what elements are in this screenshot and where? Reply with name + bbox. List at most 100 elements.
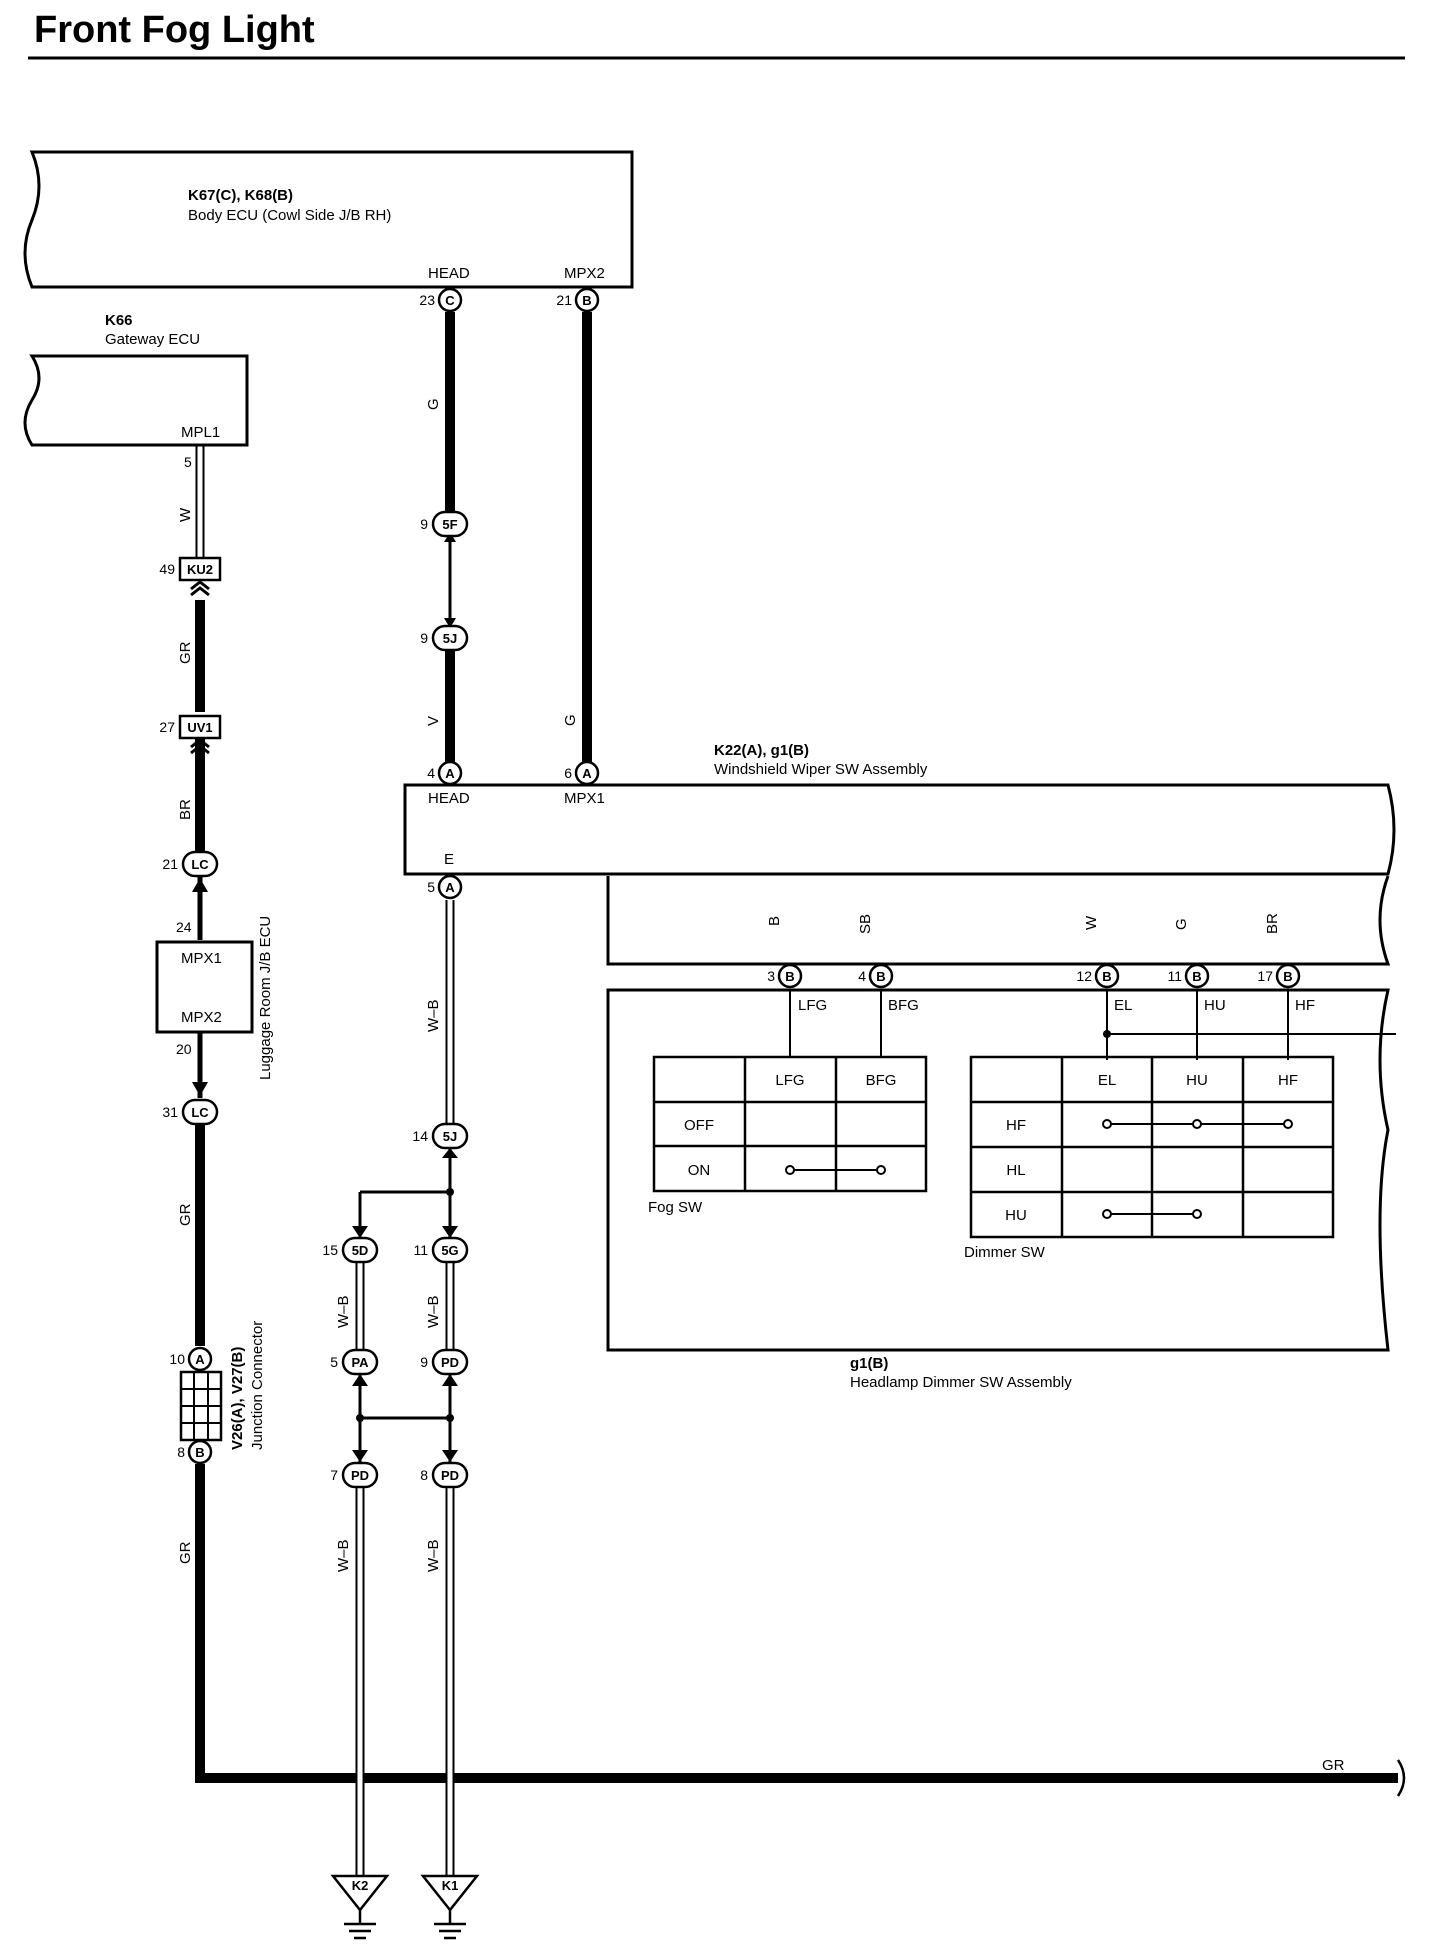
- junction-connector: [179, 1370, 223, 1442]
- connector-id: KU2: [187, 562, 213, 577]
- connector-id: PD: [441, 1355, 459, 1370]
- wiper-sw-box: [403, 783, 1396, 876]
- connector-c6a: A6: [564, 760, 600, 786]
- connector-id: 5J: [443, 631, 457, 646]
- wire-label-w-mpl: W: [177, 507, 194, 522]
- fog-sw-table: LFG BFG OFF ON: [652, 1055, 928, 1193]
- wire-label-wb-3: W–B: [425, 1295, 442, 1328]
- gateway-ecu-name: Gateway ECU: [105, 331, 200, 348]
- wire-label-gr-2: GR: [177, 1203, 194, 1226]
- wire-label-g-head: G: [425, 398, 442, 410]
- connector-c5_pa: PA 5: [330, 1348, 379, 1376]
- arrow-up-5j14: [442, 1148, 458, 1158]
- switch-pin-hu: HU: [1204, 997, 1226, 1014]
- connector-c8b: B8: [177, 1439, 213, 1465]
- connector-pin-number: 9: [420, 1354, 428, 1370]
- connector-pin-number: 4: [427, 765, 435, 781]
- wiper-sw-pin-e: E: [444, 851, 454, 868]
- connector-id: B: [785, 969, 794, 984]
- connector-pin-number: 9: [420, 516, 428, 532]
- connector-id: LC: [191, 857, 209, 872]
- pin-24: 24: [176, 919, 192, 935]
- dimmer-header-hu: HU: [1186, 1072, 1208, 1089]
- ground-k2-label: K2: [352, 1878, 369, 1893]
- connector-pin-number: 11: [413, 1242, 428, 1258]
- connector-pin-number: 8: [177, 1444, 185, 1460]
- fog-sw-caption: Fog SW: [648, 1199, 703, 1216]
- connector-pin-number: 10: [169, 1351, 185, 1367]
- wire-label-w-el: W: [1083, 915, 1100, 930]
- wire-label-wb-5: W–B: [425, 1539, 442, 1572]
- connector-pin-number: 49: [159, 561, 175, 577]
- arrow-down-5g: [442, 1226, 458, 1238]
- wire-label-br-hf: BR: [1264, 913, 1281, 934]
- connector-c3b: B3: [767, 963, 803, 989]
- connector-pin-number: 14: [412, 1128, 428, 1144]
- connector-id: 5G: [441, 1243, 458, 1258]
- fog-row-off: OFF: [684, 1117, 714, 1134]
- wire-labels: G V G W GR BR GR GR GR W–B W–B W–B W–B W…: [177, 398, 1345, 1774]
- connector-c10a: A10: [169, 1346, 213, 1372]
- connector-id: B: [1192, 969, 1201, 984]
- fog-contact-lfg: [785, 1165, 795, 1175]
- ground-k1-label: K1: [442, 1878, 459, 1893]
- switch-pin-bfg: BFG: [888, 997, 919, 1014]
- connector-c9_5j: 5J 9: [420, 624, 469, 652]
- connector-pin-number: 3: [767, 968, 775, 984]
- connector-pin-number: 17: [1257, 968, 1273, 984]
- luggage-ecu-pin-mpx1: MPX1: [181, 950, 222, 967]
- connector-pin-number: 7: [330, 1467, 338, 1483]
- connector-id: B: [1283, 969, 1292, 984]
- connector-id: B: [582, 293, 591, 308]
- wire-label-br-1: BR: [177, 799, 194, 820]
- arrow-down-5j: [444, 618, 456, 628]
- dimmer-sw-caption: Dimmer SW: [964, 1244, 1046, 1261]
- connector-c5a: A5: [427, 874, 463, 900]
- wire-label-v-head: V: [425, 716, 442, 726]
- connector-pin-number: 6: [564, 765, 572, 781]
- connector-id: PD: [441, 1468, 459, 1483]
- fog-header-bfg: BFG: [866, 1072, 897, 1089]
- wire-label-g-mpx: G: [562, 714, 579, 726]
- dimmer-sw-table: EL HU HF HF HL HU: [969, 1055, 1335, 1239]
- wiper-sw-code: K22(A), g1(B): [714, 742, 809, 759]
- body-ecu-box: [23, 150, 634, 289]
- connector-c23: C23: [419, 287, 463, 313]
- wire-label-wb-1: W–B: [425, 999, 442, 1032]
- wire-label-wb-2: W–B: [335, 1295, 352, 1328]
- wire-label-gr-3: GR: [177, 1541, 194, 1564]
- body-ecu-pin-mpx2: MPX2: [564, 265, 605, 282]
- connector-c7_pd: PD7: [330, 1461, 379, 1489]
- connector-c11b: B11: [1167, 963, 1210, 989]
- luggage-ecu-pin-mpx2: MPX2: [181, 1009, 222, 1026]
- connector-id: B: [876, 969, 885, 984]
- connector-c9_pd: PD 9: [420, 1348, 469, 1376]
- gateway-ecu-code: K66: [105, 312, 133, 329]
- gateway-ecu-pin-mpl1: MPL1: [181, 424, 220, 441]
- connector-c4a: A4: [427, 760, 463, 786]
- connector-pin-number: 21: [556, 292, 572, 308]
- connector-id: PA: [351, 1355, 369, 1370]
- connector-pin-number: 9: [420, 630, 428, 646]
- connector-id: 5D: [352, 1243, 369, 1258]
- wire-label-b-lfg: B: [766, 916, 783, 926]
- connector-pin-number: 4: [858, 968, 866, 984]
- dimmer-header-hf: HF: [1278, 1072, 1298, 1089]
- connector-id: A: [582, 766, 592, 781]
- pin-5-gateway: 5: [184, 454, 192, 470]
- page-title: Front Fog Light: [34, 9, 315, 51]
- luggage-ecu-box: [155, 940, 254, 1034]
- arrow-down-pd8: [442, 1450, 458, 1462]
- wire-label-gr-bus: GR: [1322, 1757, 1345, 1774]
- wire-label-gr-1: GR: [177, 641, 194, 664]
- connector-pin-number: 5: [330, 1354, 338, 1370]
- body-ecu-pin-head: HEAD: [428, 265, 470, 282]
- connector-pin-number: 27: [159, 719, 175, 735]
- arrow-up-lc21: [192, 878, 208, 892]
- connector-pin-number: 31: [162, 1104, 178, 1120]
- wire-label-sb-bfg: SB: [857, 914, 874, 934]
- junction-name: Junction Connector: [249, 1321, 266, 1450]
